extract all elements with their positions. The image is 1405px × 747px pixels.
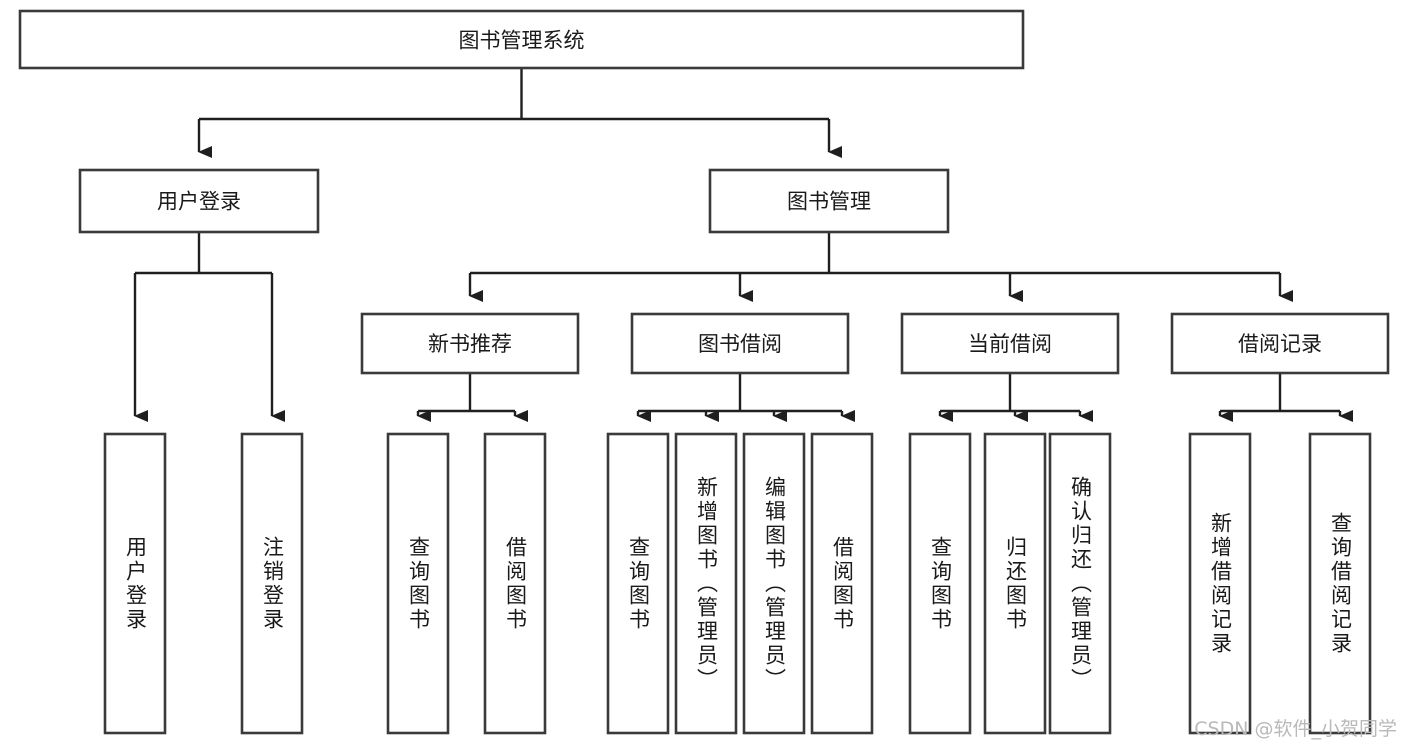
node-leaf-user-login-label: 用户登录 <box>123 535 148 632</box>
node-leaf-borrow-book-rec-box[interactable] <box>483 432 547 735</box>
node-book-borrow[interactable]: 图书借阅 <box>630 312 850 375</box>
node-leaf-add-borrow-record-box[interactable] <box>1188 432 1252 735</box>
node-leaf-add-book-admin-label: 新增图书（管理员） <box>694 475 719 692</box>
node-leaf-query-book-bw-box[interactable] <box>606 432 670 735</box>
node-book-borrow-box[interactable] <box>630 312 850 375</box>
edge-group-book-manage <box>468 232 1293 302</box>
node-root-box[interactable] <box>18 9 1025 70</box>
node-new-book-recommend[interactable]: 新书推荐 <box>360 312 580 375</box>
node-user-login-box[interactable] <box>78 168 320 234</box>
node-user-login[interactable]: 用户登录 <box>78 168 320 234</box>
node-user-login-label: 用户登录 <box>157 190 241 214</box>
node-root-label: 图书管理系统 <box>459 29 585 53</box>
node-leaf-edit-book-admin[interactable]: 编辑图书（管理员） <box>742 432 806 735</box>
node-leaf-logout-login[interactable]: 注销登录 <box>240 432 304 735</box>
node-leaf-add-borrow-record[interactable]: 新增借阅记录 <box>1188 432 1252 735</box>
node-borrow-record-label: 借阅记录 <box>1238 332 1322 356</box>
node-leaf-user-login[interactable]: 用户登录 <box>103 432 167 735</box>
node-leaf-query-book-bw[interactable]: 查询图书 <box>606 432 670 735</box>
node-leaf-logout-login-box[interactable] <box>240 432 304 735</box>
node-leaf-add-book-admin-box[interactable] <box>674 432 738 735</box>
node-leaf-query-book-rec-box[interactable] <box>386 432 450 735</box>
node-leaf-query-book-cb-label: 查询图书 <box>928 535 953 632</box>
node-current-borrow-label: 当前借阅 <box>968 332 1052 356</box>
node-leaf-borrow-book-bw-box[interactable] <box>810 432 874 735</box>
node-leaf-borrow-book-bw-label: 借阅图书 <box>830 535 855 632</box>
node-leaf-edit-book-admin-label: 编辑图书（管理员） <box>762 475 787 692</box>
node-borrow-record-box[interactable] <box>1170 312 1390 375</box>
node-leaf-add-book-admin[interactable]: 新增图书（管理员） <box>674 432 738 735</box>
node-root[interactable]: 图书管理系统 <box>18 9 1025 70</box>
node-leaf-query-book-cb[interactable]: 查询图书 <box>908 432 972 735</box>
node-leaf-query-book-rec[interactable]: 查询图书 <box>386 432 450 735</box>
edge-group-root <box>197 68 842 158</box>
node-leaf-edit-book-admin-box[interactable] <box>742 432 806 735</box>
node-leaf-logout-login-label: 注销登录 <box>260 535 285 632</box>
node-new-book-recommend-box[interactable] <box>360 312 580 375</box>
node-current-borrow-box[interactable] <box>900 312 1120 375</box>
edge-group-borrow-record <box>1218 373 1353 422</box>
edge-group-new-book-recommend <box>416 373 528 422</box>
node-current-borrow[interactable]: 当前借阅 <box>900 312 1120 375</box>
edge-group-book-borrow <box>636 373 855 422</box>
edge-group-current-borrow <box>938 373 1093 422</box>
node-leaf-query-borrow-record-box[interactable] <box>1308 432 1372 735</box>
node-new-book-recommend-label: 新书推荐 <box>428 332 512 356</box>
node-book-borrow-label: 图书借阅 <box>698 332 782 356</box>
node-book-manage-label: 图书管理 <box>787 190 871 214</box>
node-leaf-user-login-box[interactable] <box>103 432 167 735</box>
node-leaf-query-book-cb-box[interactable] <box>908 432 972 735</box>
node-book-manage[interactable]: 图书管理 <box>708 168 950 234</box>
node-leaf-query-book-bw-label: 查询图书 <box>626 535 651 632</box>
node-leaf-query-borrow-record-label: 查询借阅记录 <box>1328 511 1353 656</box>
node-leaf-return-book[interactable]: 归还图书 <box>983 432 1047 735</box>
node-leaf-borrow-book-rec-label: 借阅图书 <box>503 535 528 632</box>
node-leaf-borrow-book-rec[interactable]: 借阅图书 <box>483 432 547 735</box>
node-leaf-return-book-label: 归还图书 <box>1003 535 1028 632</box>
node-leaf-add-borrow-record-label: 新增借阅记录 <box>1208 511 1233 656</box>
node-leaf-return-book-box[interactable] <box>983 432 1047 735</box>
node-borrow-record[interactable]: 借阅记录 <box>1170 312 1390 375</box>
node-leaf-confirm-return-admin-box[interactable] <box>1048 432 1112 735</box>
node-leaf-confirm-return-admin-label: 确认归还（管理员） <box>1068 475 1093 692</box>
node-leaf-query-book-rec-label: 查询图书 <box>406 535 431 632</box>
node-leaf-confirm-return-admin[interactable]: 确认归还（管理员） <box>1048 432 1112 735</box>
edge-group-user-login <box>133 232 285 422</box>
node-book-manage-box[interactable] <box>708 168 950 234</box>
node-leaf-query-borrow-record[interactable]: 查询借阅记录 <box>1308 432 1372 735</box>
node-leaf-borrow-book-bw[interactable]: 借阅图书 <box>810 432 874 735</box>
